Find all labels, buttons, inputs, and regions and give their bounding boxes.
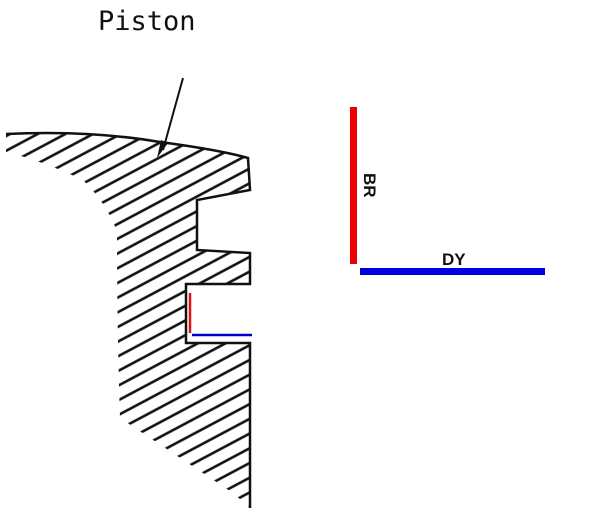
br-line [350, 107, 357, 264]
piston-outline [5, 131, 252, 508]
piston-title: Piston [98, 6, 196, 37]
dy-line [360, 268, 545, 275]
pointer-arrow-line [162, 77, 184, 151]
br-label: BR [360, 173, 379, 198]
dy-label: DY [442, 250, 466, 269]
piston-cross-section [6, 133, 250, 508]
